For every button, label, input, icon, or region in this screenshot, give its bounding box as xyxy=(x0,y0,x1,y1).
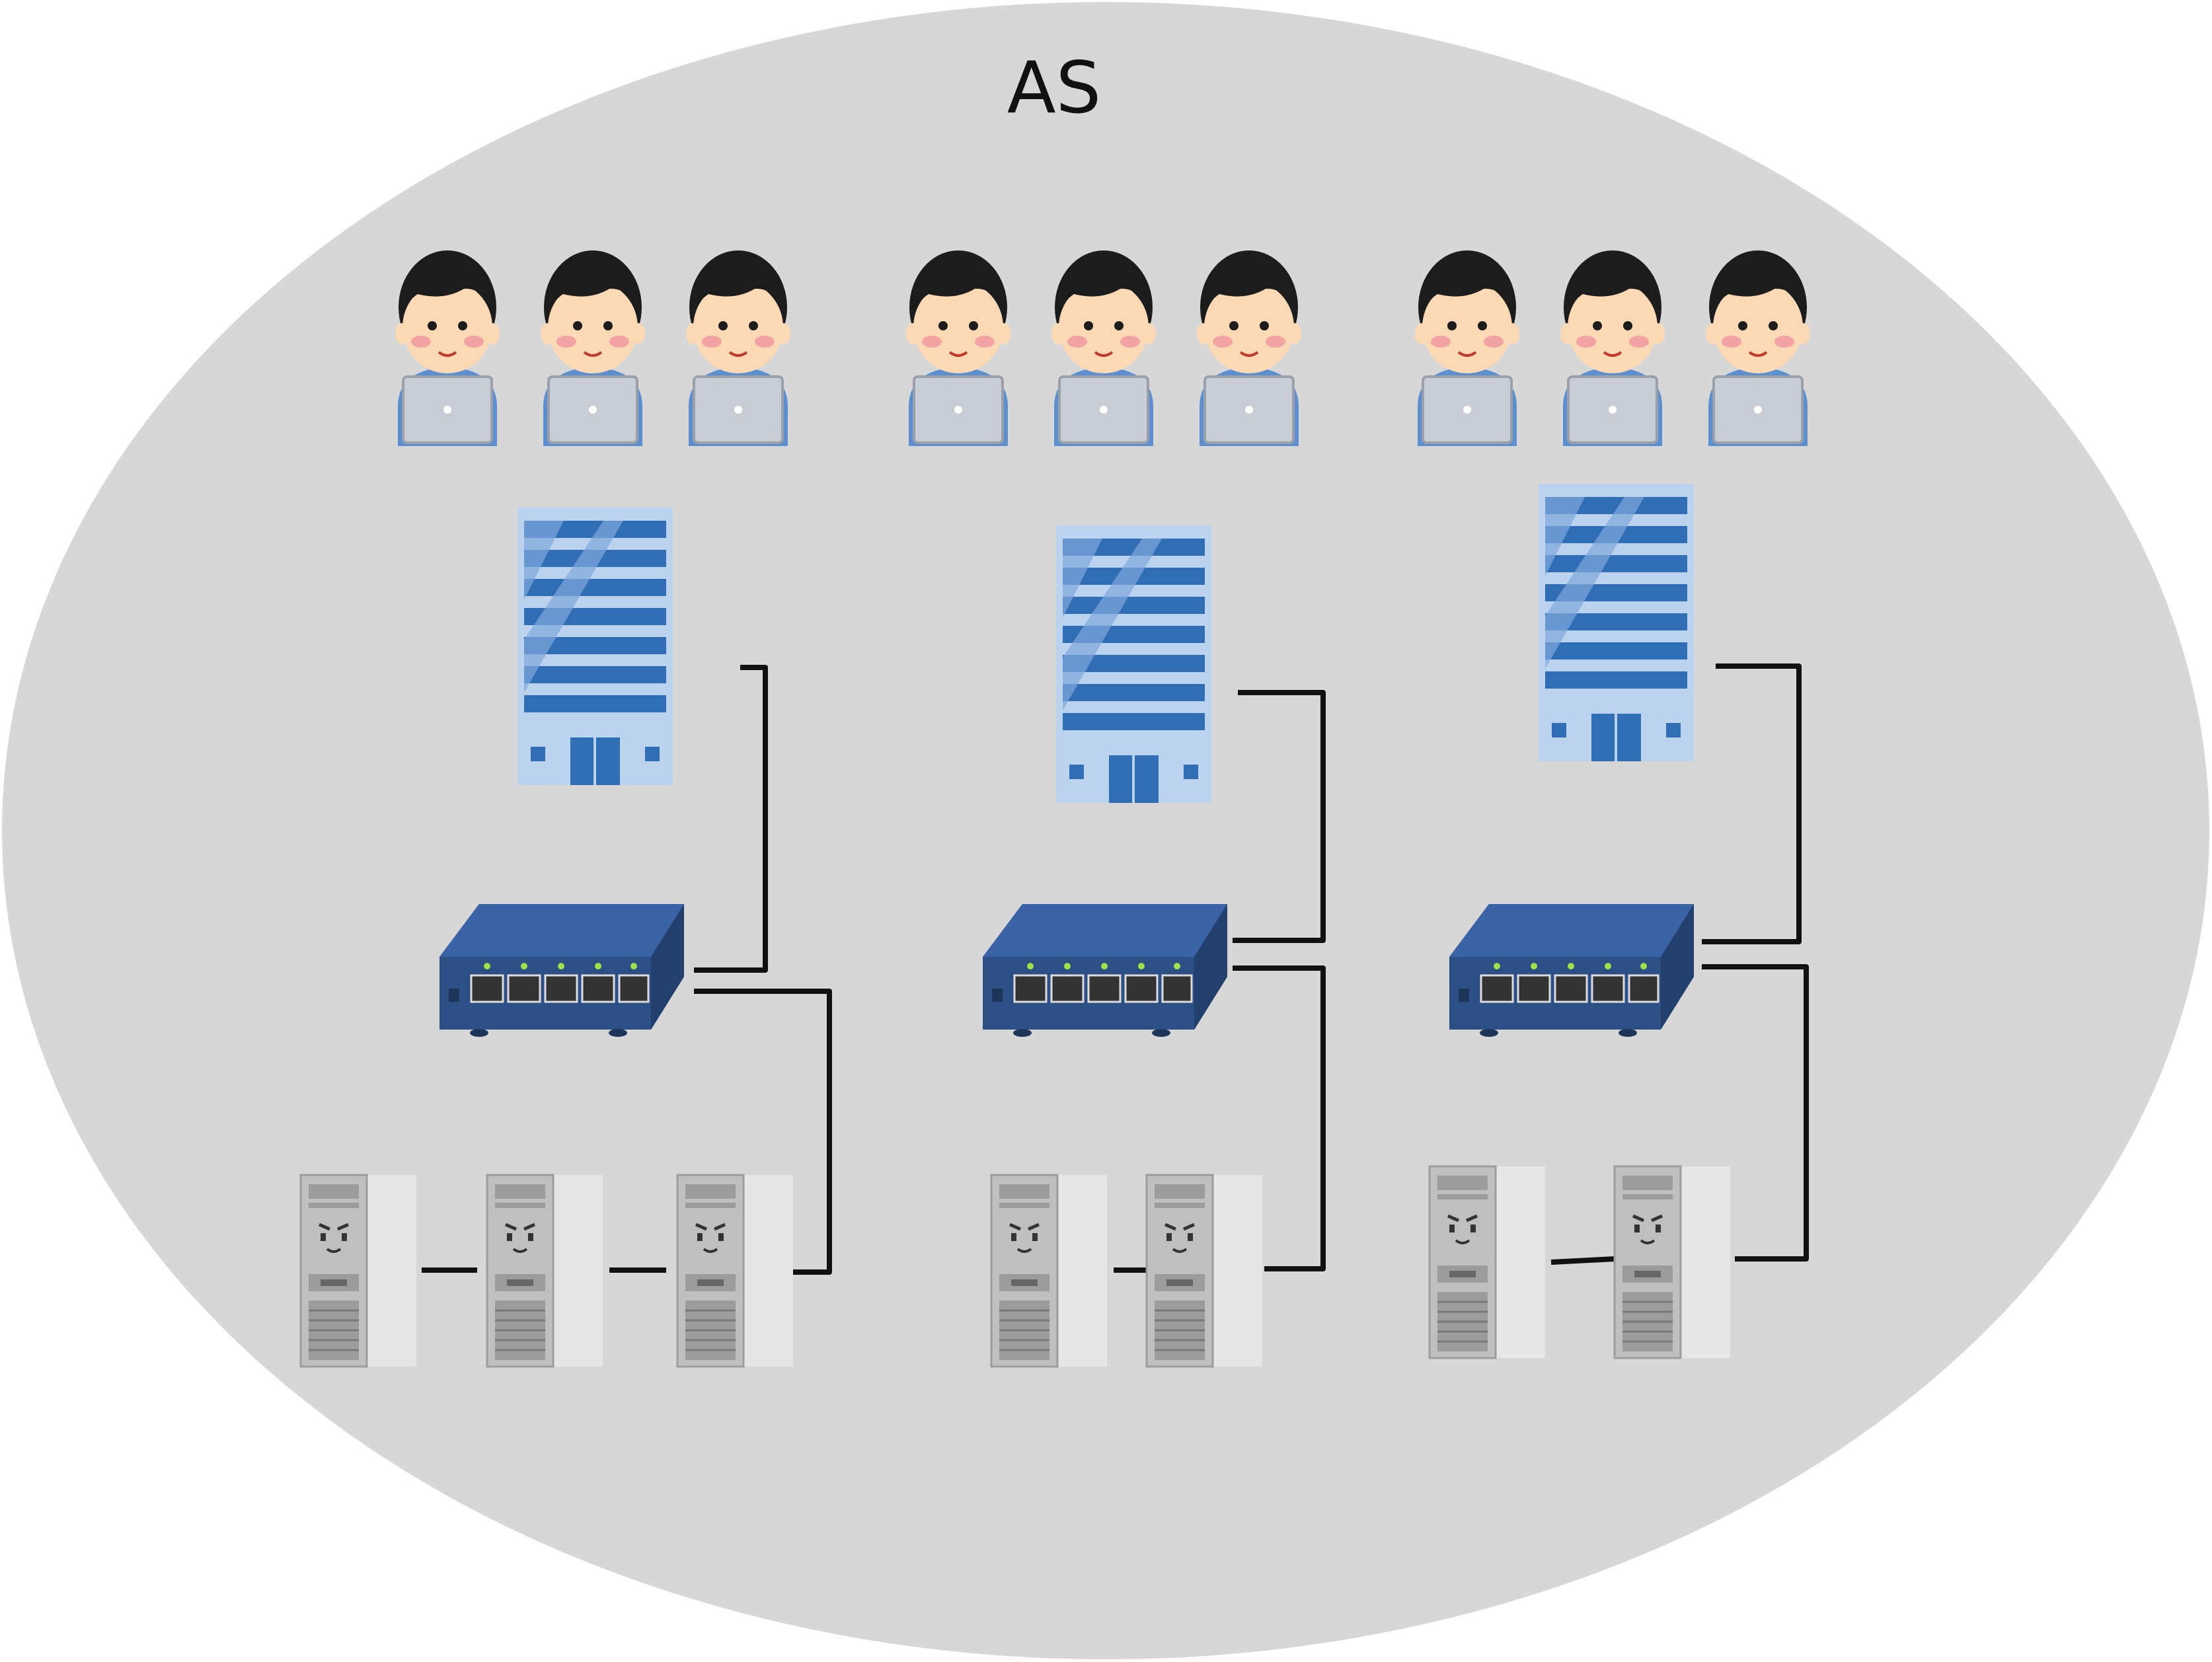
server-icon-site-1-c xyxy=(677,1175,793,1367)
user-icon xyxy=(1414,249,1521,447)
user-icon xyxy=(1704,249,1812,447)
as-title: AS xyxy=(1007,47,1101,130)
user-icon xyxy=(1559,249,1666,447)
server-icon-site-2-a xyxy=(991,1175,1107,1367)
link-router3-server7 xyxy=(1702,964,1809,1262)
link-router1-server3 xyxy=(694,989,832,1275)
server-icon-site-3-b xyxy=(1615,1166,1730,1358)
server-icon-site-3-a xyxy=(1430,1166,1545,1358)
user-icon xyxy=(1196,249,1303,447)
router-icon-site-2 xyxy=(981,903,1229,1038)
server-icon-site-1-a xyxy=(301,1175,416,1367)
user-group-site-2 xyxy=(905,249,1303,447)
link-router2-server5 xyxy=(1233,965,1326,1271)
user-group-site-3 xyxy=(1414,249,1812,447)
user-icon xyxy=(685,249,792,447)
server-icon-site-2-b xyxy=(1147,1175,1262,1367)
router-icon-site-3 xyxy=(1448,903,1695,1038)
user-icon xyxy=(905,249,1012,447)
building-icon-site-3 xyxy=(1537,482,1695,763)
router-icon-site-1 xyxy=(438,903,685,1038)
server-icon-site-1-b xyxy=(487,1175,603,1367)
building-icon-site-1 xyxy=(516,506,674,786)
user-icon xyxy=(539,249,646,447)
user-icon xyxy=(394,249,501,447)
link-building2-router2 xyxy=(1233,690,1326,943)
building-icon-site-2 xyxy=(1055,524,1213,804)
user-group-site-1 xyxy=(394,249,792,447)
links xyxy=(422,663,1809,1275)
link-building1-router1 xyxy=(694,665,768,973)
link-server6-server7 xyxy=(1550,1256,1615,1265)
link-building3-router3 xyxy=(1702,663,1802,944)
user-icon xyxy=(1050,249,1157,447)
